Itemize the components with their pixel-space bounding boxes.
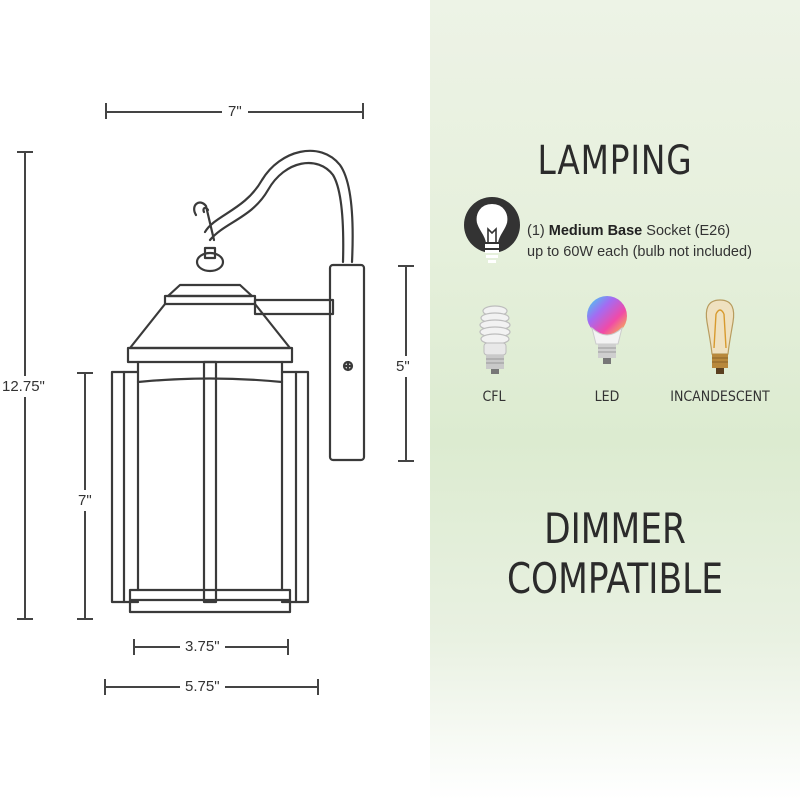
socket-spec: Socket (E26)	[646, 223, 731, 239]
dimension-tick	[17, 151, 33, 153]
lamping-panel-background	[430, 0, 800, 800]
socket-count: (1)	[527, 223, 545, 239]
socket-description: (1) Medium Base Socket (E26) up to 60W e…	[527, 221, 752, 263]
height-shade-label: 7"	[78, 490, 92, 511]
dimension-tick	[17, 618, 33, 620]
dimension-tick	[77, 372, 93, 374]
dimmer-line-1: DIMMER	[544, 504, 686, 553]
dimension-tick	[105, 103, 107, 119]
cfl-bulb-icon	[479, 305, 511, 374]
height-total-label: 12.75"	[2, 376, 45, 397]
led-bulb-icon	[587, 296, 627, 364]
bulb-label-cfl: CFL	[482, 389, 506, 405]
base-inner-label: 3.75"	[180, 639, 225, 654]
backplate-label: 5"	[396, 356, 410, 377]
dimension-tick	[317, 679, 319, 695]
dimension-tick	[362, 103, 364, 119]
dimension-tick	[287, 639, 289, 655]
dimension-tick	[77, 618, 93, 620]
dimmer-compatible-heading: DIMMER COMPATIBLE	[463, 504, 766, 604]
bulb-label-incandescent: INCANDESCENT	[670, 389, 770, 405]
dimension-tick	[133, 639, 135, 655]
lamping-title: LAMPING	[537, 138, 693, 184]
socket-type: Medium Base	[548, 223, 643, 239]
incandescent-bulb-icon	[705, 299, 735, 374]
dimension-tick	[398, 460, 414, 462]
socket-wattage: up to 60W each (bulb not included)	[527, 244, 752, 260]
dimension-tick	[104, 679, 106, 695]
base-outer-label: 5.75"	[180, 679, 225, 694]
bulb-label-led: LED	[594, 389, 620, 405]
dimmer-line-2: COMPATIBLE	[506, 554, 724, 603]
lantern-diagram	[110, 149, 366, 614]
width-top-label: 7"	[222, 104, 248, 119]
dimension-tick	[398, 265, 414, 267]
socket-bulb-icon	[464, 197, 520, 263]
